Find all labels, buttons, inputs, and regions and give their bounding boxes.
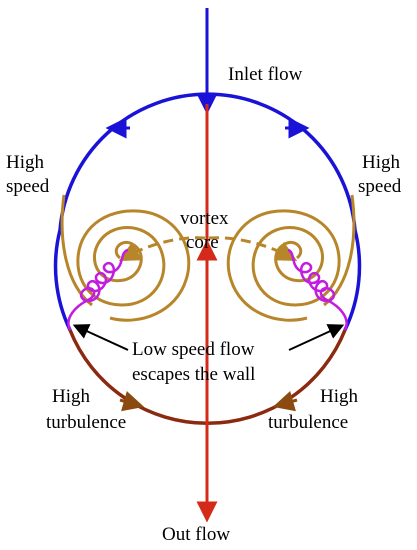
left-turbulence-loops (67, 248, 129, 331)
vortex-label-line2: core (186, 232, 219, 253)
right-turbulence-loops (287, 248, 348, 331)
turbulence-right-line1: High (320, 386, 359, 407)
pointer-left (72, 324, 129, 351)
turbulence-right-line2: turbulence (268, 412, 348, 433)
circle-left-arc (53, 229, 72, 331)
lower-arrow-right (272, 391, 298, 412)
outlet-label: Out flow (162, 524, 230, 545)
right-vortex-spiral (226, 209, 341, 322)
lower-arrow-left (119, 391, 145, 412)
high-speed-right-line2: speed (358, 176, 402, 197)
high-speed-right-line1: High (362, 152, 401, 173)
turbulence-left-line2: turbulence (46, 412, 126, 433)
vortex-label-line1: vortex (180, 208, 229, 229)
pointer-right (288, 324, 345, 351)
low-speed-label-line2: escapes the wall (132, 364, 255, 385)
high-speed-left-line2: speed (6, 176, 50, 197)
high-speed-left-line1: High (6, 152, 45, 173)
core-dash-right (208, 236, 298, 262)
left-wall-flow (60, 194, 93, 307)
circle-right-arc (343, 229, 362, 331)
left-vortex-spiral (76, 209, 191, 322)
core-dash-left (118, 236, 206, 262)
inlet-label: Inlet flow (228, 64, 303, 85)
turbulence-left-line1: High (52, 386, 91, 407)
low-speed-label-line1: Low speed flow (132, 339, 255, 360)
